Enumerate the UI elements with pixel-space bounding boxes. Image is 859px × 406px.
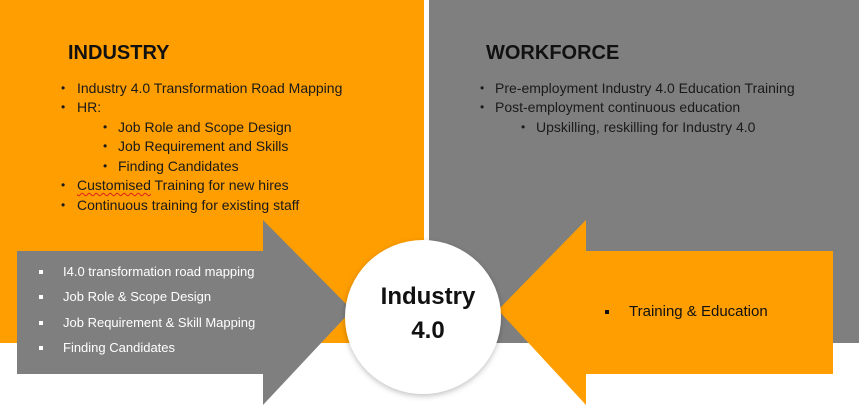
bullet-icon: •: [61, 81, 66, 95]
workforce-title: WORKFORCE: [486, 42, 620, 64]
bullet-icon: •: [521, 120, 526, 134]
list-item: Customised Training for new hires: [77, 178, 289, 192]
bullet-icon: •: [61, 100, 66, 114]
square-bullet-icon: [605, 310, 609, 314]
bullet-icon: •: [103, 159, 108, 173]
bullet-icon: •: [480, 100, 485, 114]
bullet-icon: •: [480, 81, 485, 95]
list-item: HR:: [77, 99, 102, 115]
list-item: Job Requirement and Skills: [118, 138, 289, 154]
left-arrow: [17, 220, 352, 405]
list-item-text: Training for new hires: [150, 177, 289, 193]
right-arrow: [498, 220, 833, 405]
list-item: Finding Candidates: [63, 340, 176, 355]
list-item: Post-employment continuous education: [495, 99, 741, 115]
list-item: Job Role and Scope Design: [118, 119, 292, 135]
bullet-icon: •: [103, 139, 108, 153]
square-bullet-icon: [39, 321, 43, 325]
list-item: I4.0 transformation road mapping: [63, 264, 255, 279]
list-item: Industry 4.0 Transformation Road Mapping: [77, 80, 343, 96]
list-item: Continuous training for existing staff: [77, 197, 300, 213]
list-item: Job Requirement & Skill Mapping: [63, 315, 256, 330]
center-label-line1: Industry: [380, 283, 476, 310]
list-item: Training & Education: [629, 303, 768, 320]
square-bullet-icon: [39, 295, 43, 299]
bullet-icon: •: [61, 198, 66, 212]
list-item: Pre-employment Industry 4.0 Education Tr…: [495, 80, 795, 96]
list-item: Job Role & Scope Design: [63, 289, 212, 304]
square-bullet-icon: [39, 346, 43, 350]
list-item: Upskilling, reskilling for Industry 4.0: [536, 119, 756, 135]
center-label-line2: 4.0: [411, 317, 445, 344]
industry-title: INDUSTRY: [68, 42, 170, 64]
square-bullet-icon: [39, 270, 43, 274]
spellcheck-flagged-word: Customised: [77, 177, 151, 193]
bullet-icon: •: [103, 120, 108, 134]
bullet-icon: •: [61, 178, 66, 192]
center-circle: [345, 240, 501, 394]
list-item: Finding Candidates: [118, 158, 239, 174]
